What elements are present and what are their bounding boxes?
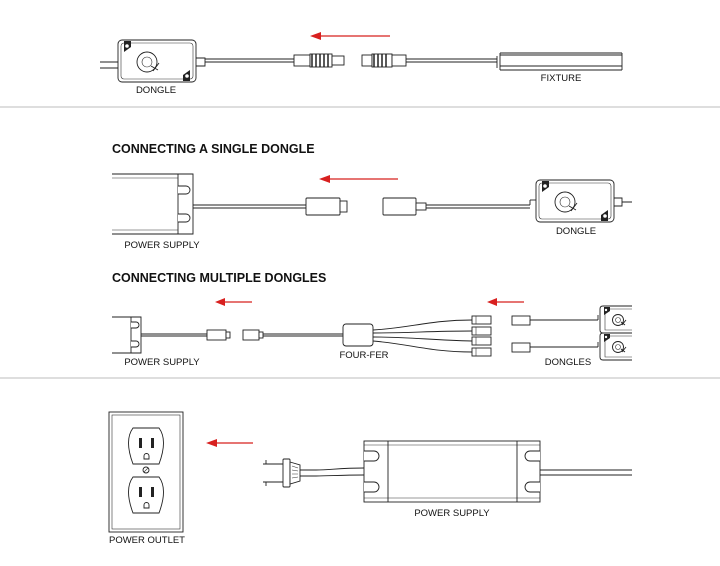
connector-multi-dongle-1	[511, 315, 599, 326]
dongle-top	[117, 39, 197, 83]
connector-single-ps	[305, 197, 348, 216]
fixture-label: FIXTURE	[541, 73, 582, 84]
dongle-label-single: DONGLE	[556, 226, 596, 237]
power-outlet	[108, 411, 184, 533]
power-outlet-label: POWER OUTLET	[109, 535, 185, 546]
dongle-single	[535, 179, 632, 223]
power-supply-outlet	[363, 440, 541, 503]
arrow-top	[310, 32, 390, 40]
connector-female-top	[361, 53, 407, 68]
connector-fourfer-in	[242, 329, 264, 341]
arrow-outlet	[206, 439, 253, 447]
connector-multi-dongle-2	[511, 342, 599, 353]
section-power-outlet: POWER OUTLET POWER SUPPLY	[108, 411, 632, 546]
arrow-single	[319, 175, 398, 183]
power-plug	[263, 458, 316, 488]
heading-single-dongle: CONNECTING A SINGLE DONGLE	[112, 142, 315, 156]
connector-male-top	[293, 53, 345, 68]
power-supply-multiple	[112, 316, 142, 354]
arrow-multi-right	[487, 298, 524, 306]
power-supply-single	[112, 173, 194, 235]
power-supply-label-multiple: POWER SUPPLY	[124, 357, 200, 368]
section-single-dongle: CONNECTING A SINGLE DONGLE	[112, 142, 632, 251]
connector-single-dongle	[382, 197, 427, 216]
section-multiple-dongles: CONNECTING MULTIPLE DONGLES	[112, 271, 632, 368]
fourfer-splitter	[342, 315, 492, 357]
power-supply-label-single: POWER SUPPLY	[124, 240, 200, 251]
connector-multi-ps	[206, 329, 231, 341]
dongle-label-top: DONGLE	[136, 85, 176, 96]
dongle-multi-2	[599, 332, 632, 361]
dongle-multi-1	[599, 305, 632, 334]
dongles-label: DONGLES	[545, 357, 591, 368]
power-supply-label-outlet: POWER SUPPLY	[414, 508, 490, 519]
arrow-multi-left	[215, 298, 252, 306]
heading-multiple-dongles: CONNECTING MULTIPLE DONGLES	[112, 271, 326, 285]
fourfer-label: FOUR-FER	[339, 350, 388, 361]
section-dongle-fixture: DONGLE FIXTURE	[100, 32, 623, 96]
fixture	[496, 52, 623, 71]
